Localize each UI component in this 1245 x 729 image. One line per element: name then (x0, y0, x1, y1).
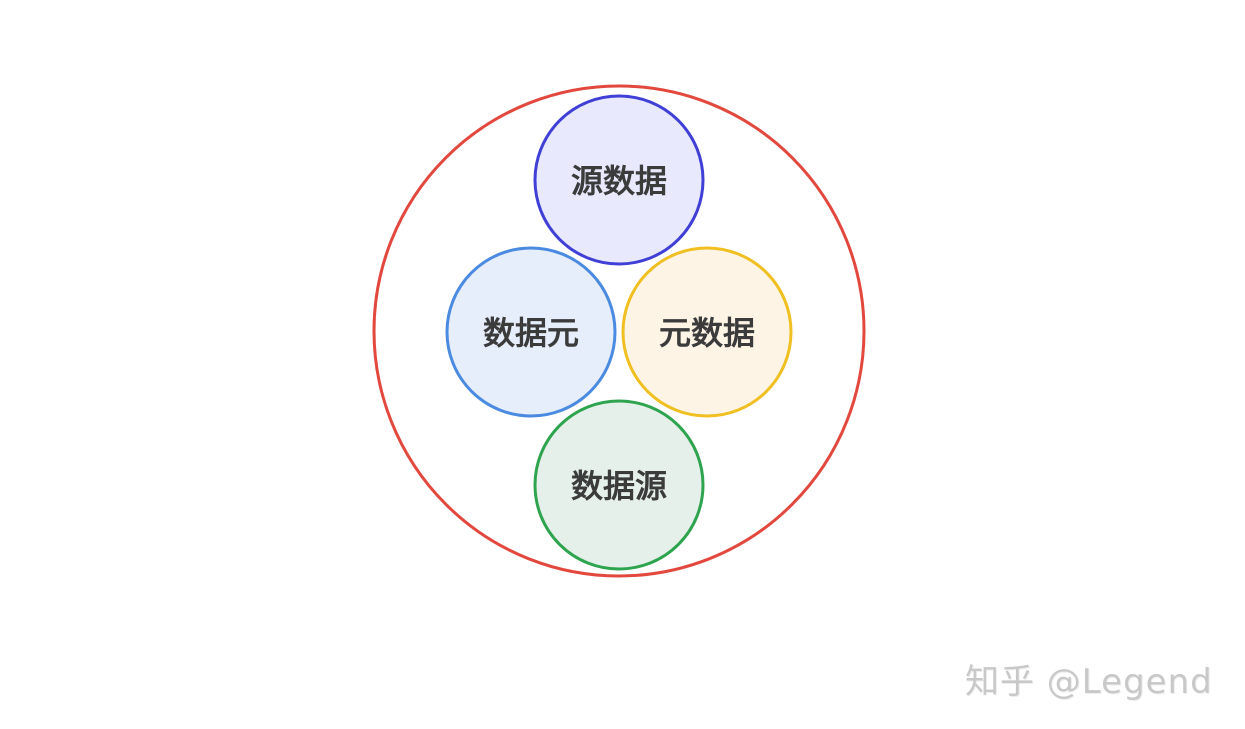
node-label: 数据源 (571, 467, 667, 505)
node-source-data: 源数据 (533, 94, 705, 266)
node-data-source: 数据源 (533, 399, 705, 571)
node-label: 元数据 (659, 314, 755, 352)
outer-container-circle (372, 84, 866, 578)
node-label: 数据元 (483, 314, 579, 352)
watermark: 知乎 @Legend (965, 662, 1213, 702)
node-metadata: 元数据 (621, 246, 793, 418)
node-data-element: 数据元 (445, 246, 617, 418)
node-label: 源数据 (571, 162, 667, 200)
